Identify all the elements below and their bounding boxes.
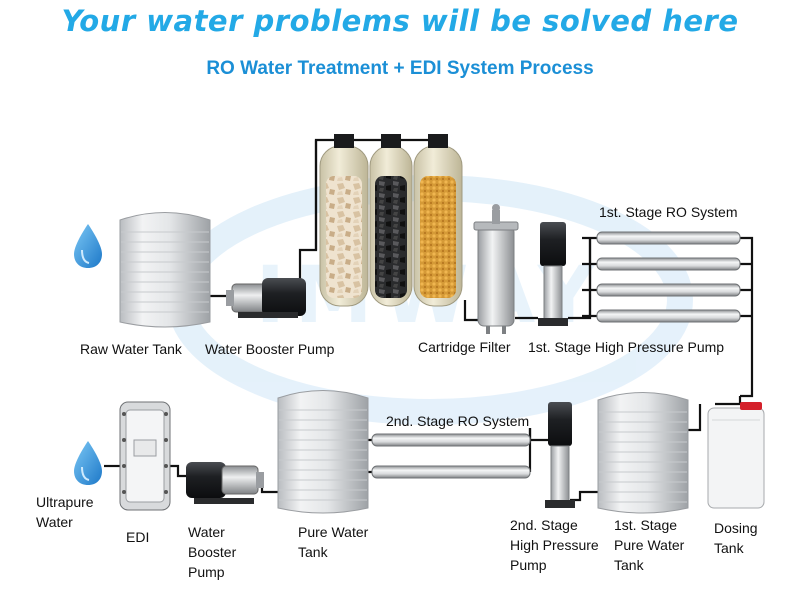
label-dosing-tank: Dosing Tank <box>714 520 758 556</box>
second-stage-high-pressure-pump <box>545 402 575 508</box>
dosing-tank <box>707 402 765 509</box>
label-second-stage-high-pressure-pump: 2nd. Stage High Pressure Pump <box>510 517 599 573</box>
label-first-stage-high-pressure-pump: 1st. Stage High Pressure Pump <box>528 339 725 355</box>
second-stage-ro-system <box>371 433 531 479</box>
diagram-title: RO Water Treatment + EDI System Process <box>206 58 594 79</box>
label-second-stage-ro-system: 2nd. Stage RO System <box>386 413 530 429</box>
label-raw-water-tank: Raw Water Tank <box>80 341 182 357</box>
label-edi: EDI <box>126 529 150 545</box>
label-cartridge-filter: Cartridge Filter <box>418 339 511 355</box>
water-booster-pump-top <box>226 278 306 318</box>
label-pure-water-tank: Pure Water Tank <box>298 524 369 560</box>
sand-filter <box>319 134 369 307</box>
label-ultrapure-water: Ultrapure Water <box>36 494 94 530</box>
cartridge-filter <box>473 204 519 334</box>
first-stage-high-pressure-pump <box>538 222 568 326</box>
pure-water-tank <box>277 390 369 514</box>
label-first-stage-pure-water-tank: 1st. Stage Pure Water Tank <box>614 517 685 573</box>
label-first-stage-ro-system: 1st. Stage RO System <box>599 204 738 220</box>
label-water-booster-pump-bottom: Water Booster Pump <box>188 524 237 580</box>
raw-water-tank <box>119 212 211 328</box>
label-water-booster-pump-top: Water Booster Pump <box>205 341 335 357</box>
water-droplet-icon <box>74 224 102 268</box>
water-droplet-icon <box>74 441 102 485</box>
first-stage-pure-water-tank <box>597 392 689 514</box>
softener-filter <box>413 134 463 307</box>
edi-module <box>119 401 171 511</box>
first-stage-ro-system <box>596 231 741 323</box>
headline: Your water problems will be solved here <box>61 4 739 38</box>
water-booster-pump-bottom <box>186 462 264 504</box>
carbon-filter <box>369 134 413 307</box>
